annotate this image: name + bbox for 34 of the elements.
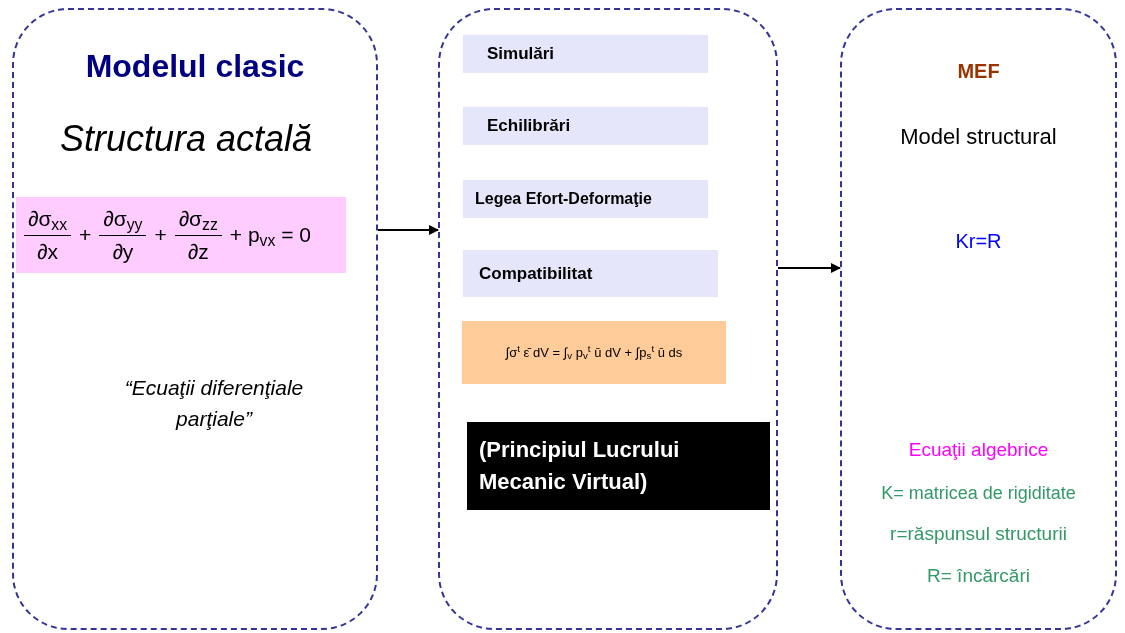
equation-text: Kr=R	[954, 229, 1003, 254]
concept-box	[463, 35, 708, 73]
dashed-panel	[840, 8, 1117, 630]
concept-box	[463, 107, 708, 145]
panel-title: Modelul clasic	[84, 47, 306, 86]
definition-text: r=răspunsul structurii	[889, 522, 1068, 546]
formula-box	[462, 321, 726, 384]
arrow	[377, 225, 439, 235]
dashed-panel	[438, 8, 778, 630]
definition-text: R= încărcări	[926, 564, 1031, 588]
concept-box	[463, 180, 708, 218]
box-text: Simulări	[487, 43, 555, 66]
equation-term: + p$_{vx}$ = 0	[229, 222, 311, 251]
box-text: Compatibilitat	[479, 262, 593, 285]
subtitle: Structura actală	[60, 117, 314, 161]
equation-box	[16, 197, 346, 273]
panel-title: MEF	[956, 59, 1001, 84]
fraction: ∂σ$_{zz}$ ∂z	[174, 203, 222, 267]
subtitle: Model structural	[899, 123, 1058, 151]
note-text: Ecuaţii algebrice	[907, 438, 1050, 462]
definition-text: K= matricea de rigiditate	[880, 482, 1077, 505]
principle-box	[467, 422, 770, 510]
note-text: “Ecuaţii diferenţiale parţiale”	[123, 375, 305, 432]
box-text: (Principiul Lucrului Mecanic Virtual)	[479, 436, 681, 496]
concept-box	[463, 250, 718, 297]
box-text: Legea Efort-Deformaţie	[475, 189, 652, 209]
dashed-panel	[12, 8, 378, 630]
equation-term: +	[79, 222, 92, 249]
equation-term: +	[154, 222, 167, 249]
arrow	[777, 263, 841, 273]
fraction: ∂σ$_{xx}$ ∂x	[24, 203, 72, 267]
fraction: ∂σ$_{yy}$ ∂y	[99, 203, 147, 267]
box-text: ∫σ$^{t}$ ε̄ dV = ∫$_{v}$ p$_{v}$$^{t}$ ū dV + ∫p$_{s}$$^{t}$ ū ds	[505, 342, 683, 363]
box-text: Echilibrări	[487, 115, 571, 138]
